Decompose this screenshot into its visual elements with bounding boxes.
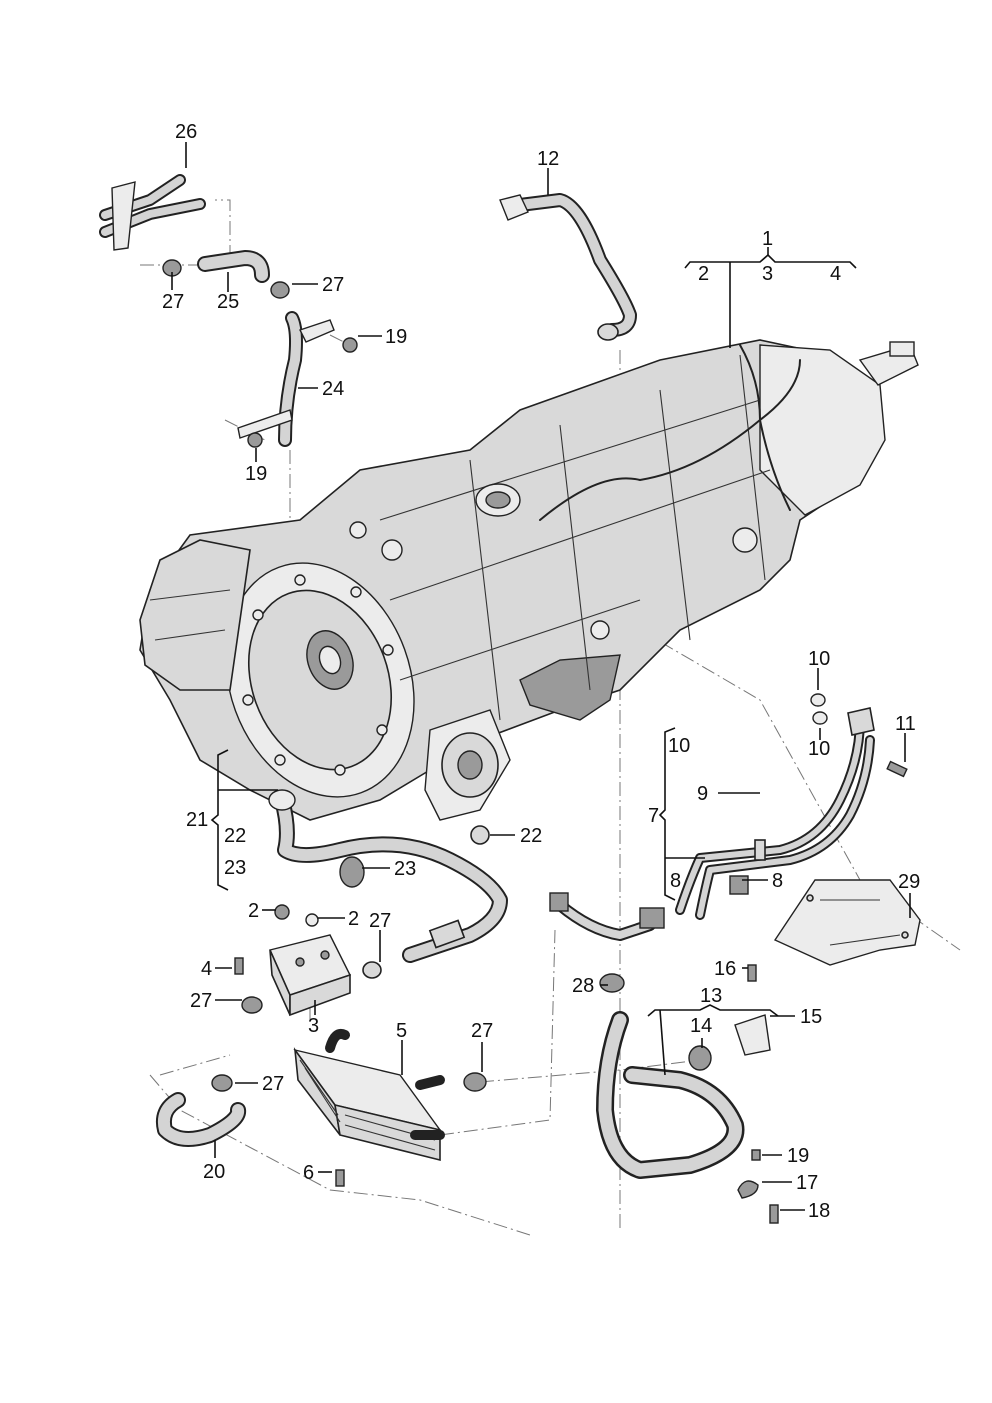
label-part-20: 20 bbox=[203, 1161, 225, 1183]
label-part-1: 1 bbox=[762, 228, 773, 250]
label-part-23-a: 23 bbox=[224, 857, 246, 879]
label-part-18: 18 bbox=[808, 1200, 830, 1222]
clamp-parts-mid bbox=[274, 825, 490, 927]
label-part-6: 6 bbox=[303, 1162, 314, 1184]
label-part-12: 12 bbox=[537, 148, 559, 170]
label-part-22-a: 22 bbox=[224, 825, 246, 847]
pipe-24 bbox=[237, 311, 335, 447]
label-part-14: 14 bbox=[690, 1015, 712, 1037]
label-part-15: 15 bbox=[800, 1006, 822, 1028]
label-part-8-a: 8 bbox=[670, 870, 681, 892]
label-part-27-b: 27 bbox=[322, 274, 344, 296]
label-part-7: 7 bbox=[648, 805, 659, 827]
label-part-29: 29 bbox=[898, 871, 920, 893]
label-part-8-b: 8 bbox=[772, 870, 783, 892]
oil-cooler-3 bbox=[269, 934, 382, 1017]
label-part-22-b: 22 bbox=[520, 825, 542, 847]
return-hose-13 bbox=[596, 973, 745, 1179]
bolts-and-clamps-lower bbox=[211, 957, 487, 1187]
label-part-4-top: 4 bbox=[830, 263, 841, 285]
pipe-bracket-26 bbox=[99, 174, 206, 251]
breather-pipe-12 bbox=[499, 193, 637, 341]
label-part-10-c: 10 bbox=[668, 735, 690, 757]
right-lower-small-parts bbox=[688, 964, 779, 1224]
upper-small-parts bbox=[162, 259, 358, 448]
label-part-19-a: 19 bbox=[385, 326, 407, 348]
label-part-27-d: 27 bbox=[190, 990, 212, 1012]
oil-cooler-5 bbox=[293, 1028, 445, 1162]
label-part-3: 3 bbox=[308, 1015, 319, 1037]
label-part-2-top: 2 bbox=[698, 263, 709, 285]
leader-lines bbox=[171, 142, 911, 1211]
heat-shield-29 bbox=[773, 879, 921, 966]
hose-20 bbox=[155, 1092, 247, 1147]
label-part-27-c: 27 bbox=[369, 910, 391, 932]
label-part-21: 21 bbox=[186, 809, 208, 831]
label-part-16: 16 bbox=[714, 958, 736, 980]
label-part-24: 24 bbox=[322, 378, 344, 400]
label-part-17: 17 bbox=[796, 1172, 818, 1194]
label-part-13: 13 bbox=[700, 985, 722, 1007]
label-part-27-a: 27 bbox=[162, 291, 184, 313]
label-part-2-b: 2 bbox=[348, 908, 359, 930]
part-number-labels: 1 2 3 4 12 26 27 25 27 19 24 19 10 10 11… bbox=[162, 121, 920, 1222]
label-part-23-b: 23 bbox=[394, 858, 416, 880]
label-part-5: 5 bbox=[396, 1020, 407, 1042]
transmission-assembly bbox=[139, 339, 919, 821]
label-part-3-top: 3 bbox=[762, 263, 773, 285]
cooler-line-7 bbox=[549, 707, 875, 941]
label-part-2-a: 2 bbox=[248, 900, 259, 922]
hose-25 bbox=[197, 250, 270, 283]
seals-and-bolt bbox=[810, 693, 908, 778]
label-part-27-f: 27 bbox=[262, 1073, 284, 1095]
cooler-hose-21 bbox=[268, 789, 508, 963]
label-part-10-b: 10 bbox=[808, 738, 830, 760]
label-part-19-c: 19 bbox=[787, 1145, 809, 1167]
label-part-11: 11 bbox=[895, 713, 916, 735]
label-part-4: 4 bbox=[201, 958, 212, 980]
label-part-28: 28 bbox=[572, 975, 594, 997]
label-part-9: 9 bbox=[697, 783, 708, 805]
label-part-25: 25 bbox=[217, 291, 239, 313]
label-part-19-b: 19 bbox=[245, 463, 267, 485]
label-part-27-e: 27 bbox=[471, 1020, 493, 1042]
label-part-26: 26 bbox=[175, 121, 197, 143]
label-part-10-a: 10 bbox=[808, 648, 830, 670]
